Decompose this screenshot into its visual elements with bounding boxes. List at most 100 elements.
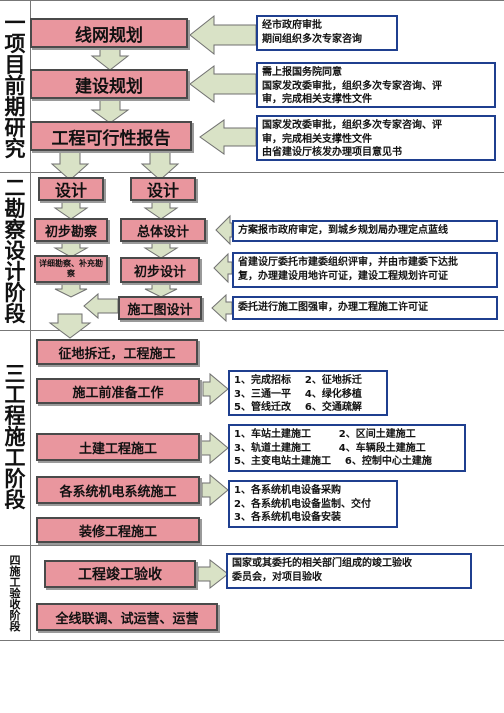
stage-label-research: 一 项 目 前 期 研 究 [0, 2, 30, 170]
stage-label-design: 二 勘 察 设 计 阶 段 [0, 174, 30, 328]
box-label: 各系统机电系统施工 [59, 484, 177, 500]
box-label: 设计 [54, 181, 87, 200]
left-arrow [199, 119, 257, 155]
right-arrow [197, 558, 229, 590]
down-arrow [48, 313, 92, 339]
stage-char: 程 [4, 404, 26, 428]
stage-char: 计 [4, 259, 26, 284]
stage-char: 阶 [9, 608, 21, 622]
stage-char: 施 [9, 564, 21, 578]
overall-design-box: 总体设计 [120, 218, 206, 242]
construction-drawing-design-box: 施工图设计 [118, 296, 202, 320]
note-line: 3、轨道土建施工 4、车辆段土建施工 [234, 442, 426, 454]
box-label: 施工图设计 [127, 302, 193, 318]
note-line: 国家或其委托的相关部门组成的竣工验收 [232, 558, 412, 569]
stage-divider-5 [0, 640, 504, 641]
construction-planning-box: 建设规划 [30, 69, 188, 99]
completion-acceptance-box: 工程竣工验收 [44, 560, 196, 588]
left-arrow [189, 14, 257, 56]
left-arrow [189, 65, 257, 103]
note-line: 由省建设厅核发办理项目意见书 [262, 147, 402, 158]
stage-divider-1 [0, 0, 504, 1]
note-line: 1、完成招标 2、征地拆迁 [234, 375, 362, 386]
note-line: 委员会，对项目验收 [232, 571, 322, 583]
box-label: 工程竣工验收 [78, 567, 162, 583]
stage-char: 段 [4, 301, 26, 326]
note-overall-design: 方案报市政府审定，到城乡规划局办理定点蓝线 [232, 220, 498, 242]
construction-prep-box: 施工前准备工作 [36, 378, 200, 404]
stage-char: 前 [4, 73, 26, 98]
down-arrow [54, 282, 88, 298]
preliminary-design-box: 初步设计 [120, 257, 200, 283]
note-line: 3、三通一平 4、绿化移植 [234, 388, 362, 400]
stage-char: 四 [9, 553, 21, 567]
stage-char: 究 [4, 136, 26, 161]
note-line: 复，办理建设用地许可证，建设工程规划许可证 [238, 270, 448, 282]
note-line: 2、各系统机电设备监制、交付 [234, 498, 371, 510]
design-left-box: 设计 [38, 177, 104, 201]
left-arrow [215, 214, 233, 246]
box-label: 征地拆迁，工程施工 [58, 346, 176, 362]
note-construction-prep: 1、完成招标 2、征地拆迁 3、三通一平 4、绿化移植 5、管线迁改 6、交通疏… [228, 370, 388, 416]
note-line: 委托进行施工图强审，办理工程施工许可证 [238, 302, 428, 314]
right-arrow [199, 431, 229, 465]
left-arrow [83, 292, 119, 320]
stage-divider-4 [0, 545, 504, 546]
network-planning-box: 线网规划 [30, 18, 188, 48]
note-mep-construction: 1、各系统机电设备采购 2、各系统机电设备监制、交付 3、各系统机电设备安装 [228, 480, 398, 528]
stage-char: 项 [4, 31, 26, 56]
note-line: 审，完成相关支撑性文件 [262, 133, 372, 145]
stage-char: 设 [4, 238, 26, 263]
down-arrow [53, 240, 89, 258]
stage-char: 施 [4, 425, 26, 449]
note-network-planning: 经市政府审批 期间组织多次专家咨询 [256, 15, 398, 51]
stage-char: 三 [4, 362, 26, 386]
down-arrow [90, 97, 130, 124]
box-label: 施工前准备工作 [72, 385, 164, 401]
stage-char: 勘 [4, 196, 26, 221]
stage-char: 段 [4, 488, 26, 512]
down-arrow [53, 199, 89, 220]
preliminary-survey-box: 初步勘察 [34, 218, 108, 242]
note-line: 期间组织多次专家咨询 [262, 33, 362, 45]
detailed-survey-box: 详细勘察、补充勘察 [34, 255, 108, 283]
note-construction-planning: 需上报国务院同意 国家发改委审批，组织多次专家咨询、评 审，完成相关支撑性文件 [256, 62, 496, 108]
stage-char: 工 [4, 446, 26, 470]
down-arrow [90, 46, 130, 71]
down-arrow [143, 240, 179, 259]
box-label: 详细勘察、补充勘察 [39, 259, 103, 278]
note-line: 经市政府审批 [262, 20, 322, 31]
stage-label-acceptance: 四 施 工 验 收 阶 段 [0, 547, 30, 639]
stage-char: 验 [9, 586, 21, 600]
box-label: 初步设计 [133, 264, 186, 280]
note-civil-construction: 1、车站土建施工 2、区间土建施工 3、轨道土建施工 4、车辆段土建施工 5、主… [228, 424, 466, 472]
down-arrow [143, 199, 179, 220]
stage-char: 一 [4, 10, 26, 35]
note-completion-acceptance: 国家或其委托的相关部门组成的竣工验收 委员会，对项目验收 [226, 553, 472, 589]
mep-construction-box: 各系统机电系统施工 [36, 476, 200, 504]
civil-construction-box: 土建工程施工 [36, 433, 200, 461]
note-line: 审，完成相关支撑性文件 [262, 94, 372, 105]
down-arrow [140, 149, 180, 181]
box-label: 装修工程施工 [78, 524, 157, 540]
down-arrow [50, 149, 90, 181]
feasibility-report-box: 工程可行性报告 [30, 121, 192, 151]
stage-char: 目 [4, 52, 26, 77]
box-label: 土建工程施工 [78, 441, 157, 457]
stage-divider-2 [0, 172, 504, 173]
stage-label-construction: 三 工 程 施 工 阶 段 [0, 332, 30, 543]
land-demolition-box: 征地拆迁，工程施工 [36, 339, 198, 365]
decoration-construction-box: 装修工程施工 [36, 517, 200, 543]
note-feasibility-report: 国家发改委审批，组织多次专家咨询、评 审，完成相关支撑性文件 由省建设厅核发办理… [256, 115, 496, 161]
stage-column-divider [30, 0, 31, 640]
note-line: 国家发改委审批，组织多次专家咨询、评 [262, 80, 442, 92]
stage-char: 工 [9, 575, 21, 589]
note-construction-drawing: 委托进行施工图强审，办理工程施工许可证 [232, 296, 498, 320]
stage-char: 阶 [4, 467, 26, 491]
stage-char: 察 [4, 217, 26, 242]
box-label: 线网规划 [75, 25, 143, 46]
left-arrow [211, 293, 233, 323]
stage-divider-3 [0, 330, 504, 331]
note-line: 5、管线迁改 6、交通疏解 [234, 402, 362, 413]
stage-char: 段 [9, 619, 21, 633]
